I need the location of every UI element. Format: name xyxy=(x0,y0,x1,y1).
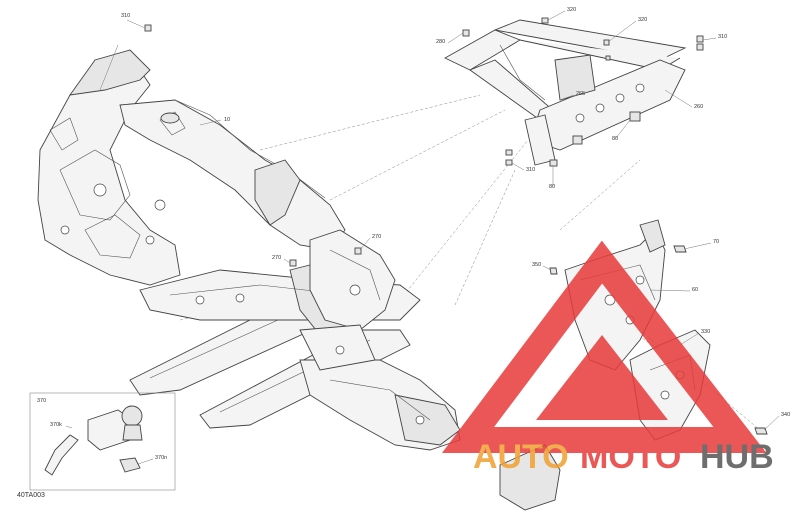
callout-340: 340 xyxy=(781,412,790,418)
rear-tower xyxy=(309,229,396,331)
callout-70: 70 xyxy=(713,239,719,245)
callout-10: 10 xyxy=(224,117,230,123)
hitch-ball-inset xyxy=(29,392,176,491)
fasteners xyxy=(144,17,768,435)
watermark-triangle-inner xyxy=(536,335,668,420)
hitch-pin xyxy=(44,434,79,476)
callout-320: 320 xyxy=(638,17,647,23)
callout-310: 310 xyxy=(121,13,130,19)
hitch-ball xyxy=(121,405,143,427)
callout-370: 370 xyxy=(37,398,46,404)
callout-265: 265 xyxy=(576,91,585,97)
diagram-code: 40TA003 xyxy=(17,492,45,499)
callout-260: 260 xyxy=(694,104,703,110)
front-upper-bracket xyxy=(69,49,151,96)
callout-330: 330 xyxy=(701,329,710,335)
callout-labels: 310 10 320 320 280 310 265 260 80 310 80 270 270 70 35… xyxy=(37,7,790,461)
callout-80: 80 xyxy=(612,136,618,142)
callout-80: 80 xyxy=(549,184,555,190)
callout-60: 60 xyxy=(692,287,698,293)
callout-280: 280 xyxy=(436,39,445,45)
rear-subframe-top-rail xyxy=(444,29,522,71)
main-frame-assembly xyxy=(37,49,461,451)
callout-370k: 370k xyxy=(50,422,62,428)
callout-270: 270 xyxy=(272,255,281,261)
callout-310: 310 xyxy=(526,167,535,173)
leader-lines xyxy=(65,10,780,466)
hitch-nut xyxy=(119,457,141,473)
upper-spine-tube xyxy=(119,99,346,251)
watermark-brand-hub: HUB xyxy=(700,438,774,476)
callout-270: 270 xyxy=(372,234,381,240)
watermark-brand-moto: MOTO xyxy=(580,438,681,476)
callout-320: 320 xyxy=(567,7,576,13)
callout-310: 310 xyxy=(718,34,727,40)
callout-350: 350 xyxy=(532,262,541,268)
watermark-brand-auto: AUTO xyxy=(473,438,569,476)
rear-subframe-side-panel xyxy=(529,59,686,151)
rear-subframe xyxy=(444,19,687,166)
callout-370n: 370n xyxy=(155,455,167,461)
watermark-triangle-outer xyxy=(441,240,767,453)
watermark: AUTO MOTO HUB xyxy=(441,240,774,476)
